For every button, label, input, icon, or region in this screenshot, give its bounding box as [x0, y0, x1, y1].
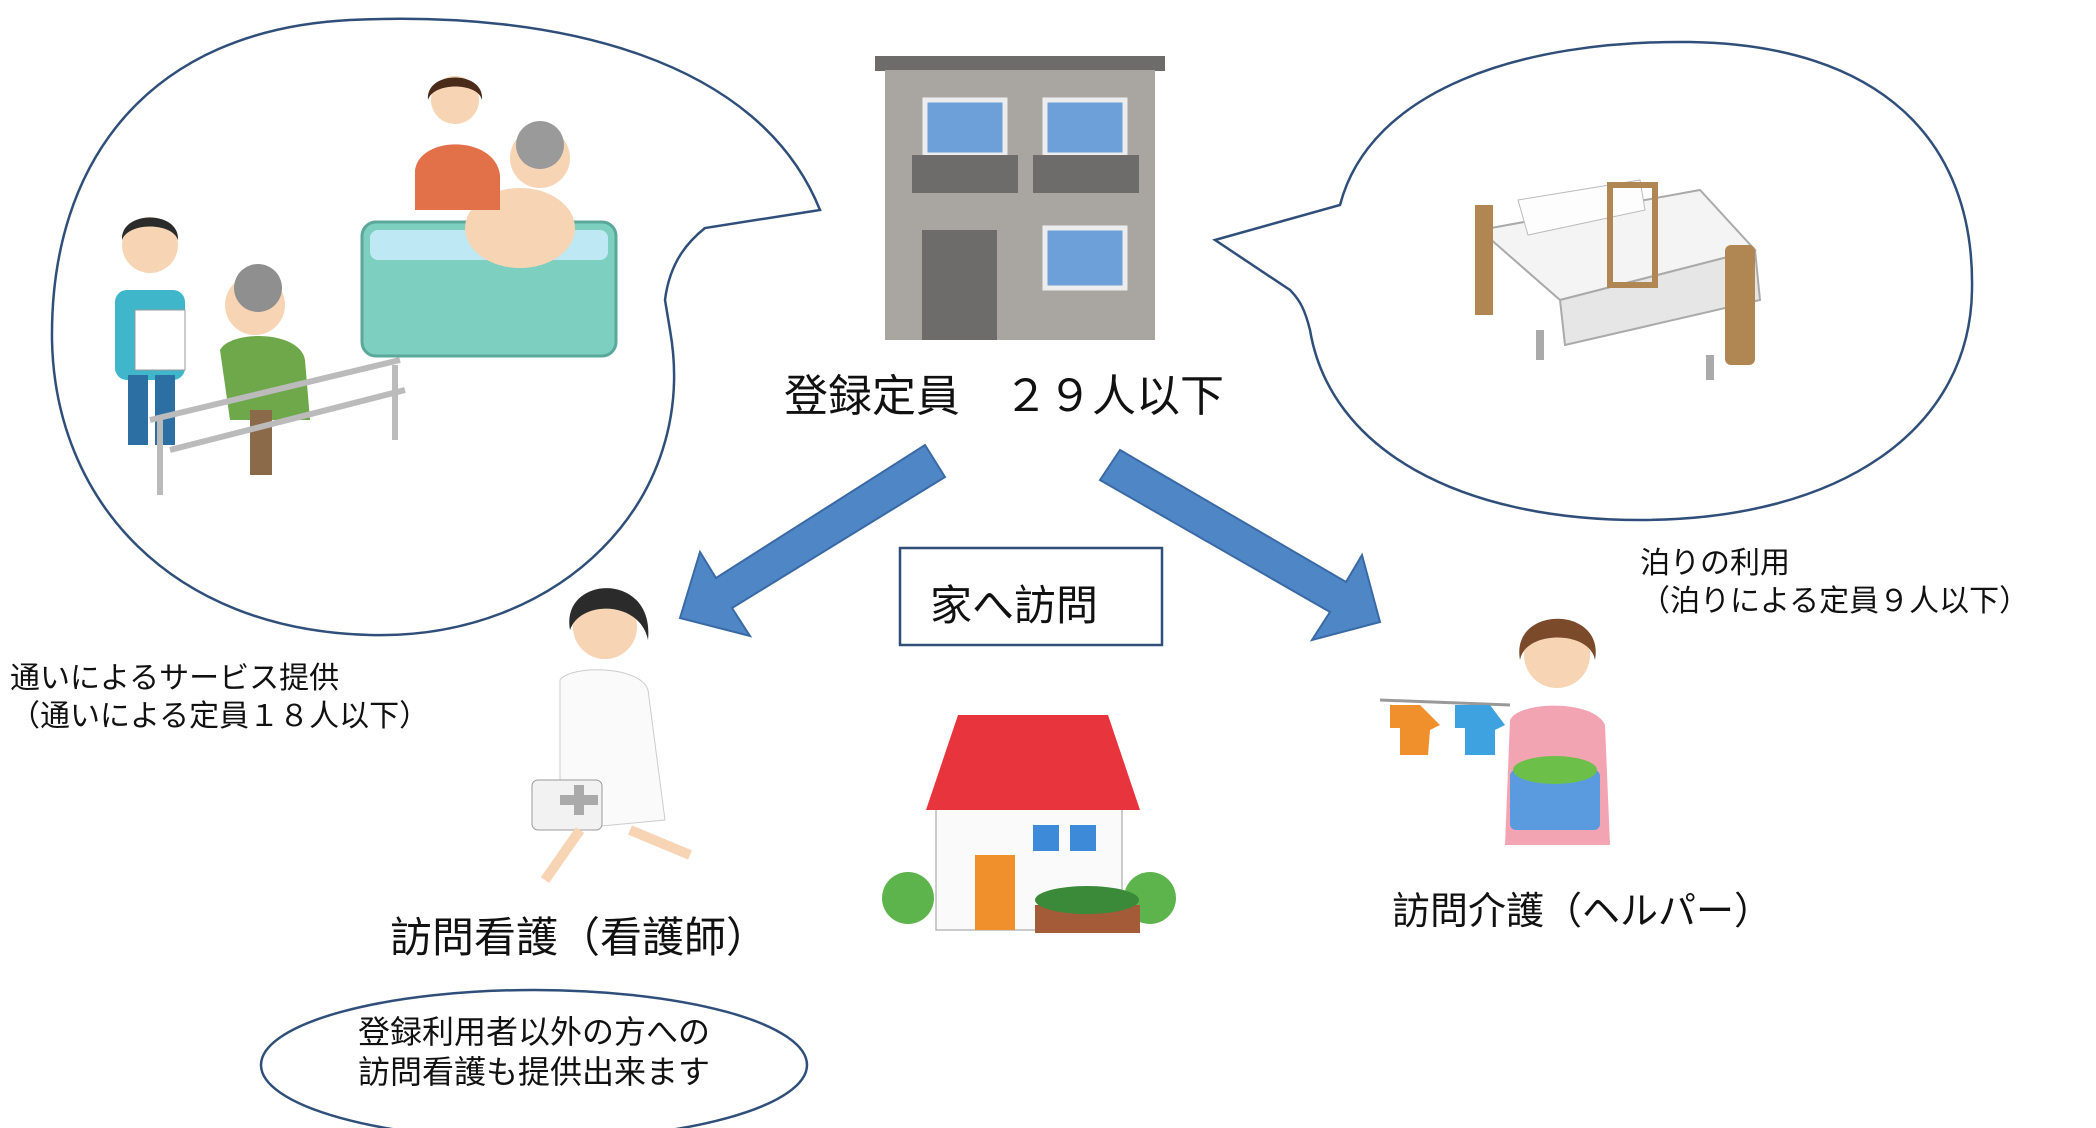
nurse-illustration	[531, 588, 692, 883]
facility-building-illustration	[875, 56, 1165, 340]
stay-label: 泊りの利用 （泊りによる定員９人以下）	[1640, 545, 2029, 621]
note-text: 登録利用者以外の方への 訪問看護も提供出来ます	[294, 1012, 774, 1092]
home-visit-box	[898, 546, 1164, 647]
home-visit-label: 家へ訪問	[930, 581, 1099, 630]
nursing-label: 訪問看護（看護師）	[390, 913, 769, 962]
rehab-illustration	[115, 217, 406, 495]
bed-illustration	[1475, 179, 1762, 380]
bath-illustration	[360, 76, 618, 358]
note-line1: 登録利用者以外の方への	[357, 1013, 710, 1051]
helper-illustration	[1379, 618, 1610, 845]
care-label: 訪問介護（ヘルパー）	[1392, 889, 1773, 933]
note-ellipse	[259, 988, 809, 1128]
house-illustration	[882, 715, 1176, 933]
arrow-to-nursing	[678, 443, 947, 638]
arrow-to-care	[1098, 448, 1382, 642]
note-line2: 訪問看護も提供出来ます	[357, 1053, 710, 1091]
day-service-line1: 通いによるサービス提供	[10, 661, 340, 696]
day-service-line2: （通いによる定員１８人以下）	[10, 699, 430, 734]
day-service-label: 通いによるサービス提供 （通いによる定員１８人以下）	[10, 660, 429, 736]
stay-line2: （泊りによる定員９人以下）	[1640, 584, 2030, 619]
stay-line1: 泊りの利用	[1640, 546, 1790, 581]
capacity-label: 登録定員 ２９人以下	[784, 371, 1224, 422]
